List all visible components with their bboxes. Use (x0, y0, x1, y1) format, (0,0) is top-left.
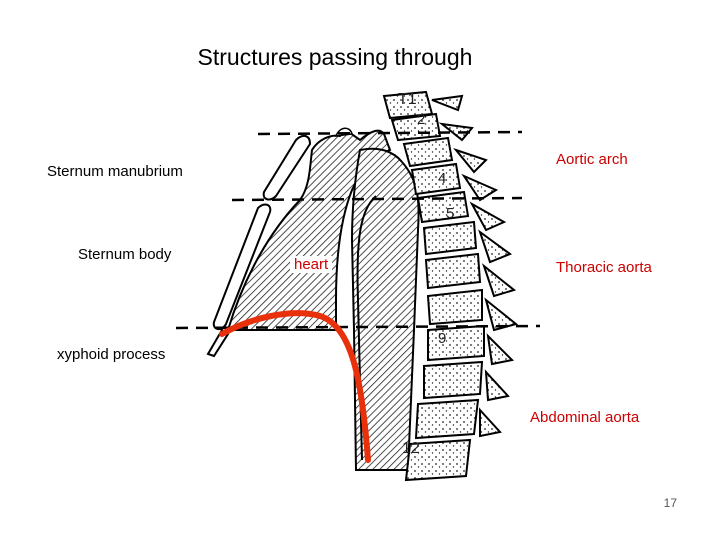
label-abdominal-aorta: Abdominal aorta (528, 409, 642, 426)
aorta-inner-line (356, 195, 377, 461)
sternum-body-bone (212, 203, 272, 330)
label-heart: heart (290, 256, 333, 273)
label-sternum-body: Sternum body (78, 246, 172, 263)
vertebra-label-5: 5 (446, 205, 455, 222)
vertebra-label-4: 4 (438, 170, 447, 187)
label-thoracic-aorta: Thoracic aorta (556, 259, 652, 276)
label-xyphoid-process: xyphoid process (57, 346, 166, 363)
label-sternum-manubrium: Sternum manubrium (47, 163, 183, 180)
highlight-curve (219, 310, 371, 463)
vertebra-label-9: 9 (438, 330, 447, 347)
vertebral-column (382, 90, 485, 482)
sternum-manubrium-bone (262, 134, 312, 201)
spinous-processes (431, 94, 519, 438)
label-aortic-arch: Aortic arch (556, 151, 628, 168)
vertebra-label-12: 12 (402, 440, 420, 457)
page-number: 17 (663, 496, 677, 510)
vertebra-label-2: 2 (417, 111, 426, 128)
slide-title: Structures passing through (197, 44, 473, 70)
descending-aorta (350, 147, 420, 471)
vertebra-label-t1: T1 (398, 91, 417, 108)
heart-shape (226, 128, 392, 331)
